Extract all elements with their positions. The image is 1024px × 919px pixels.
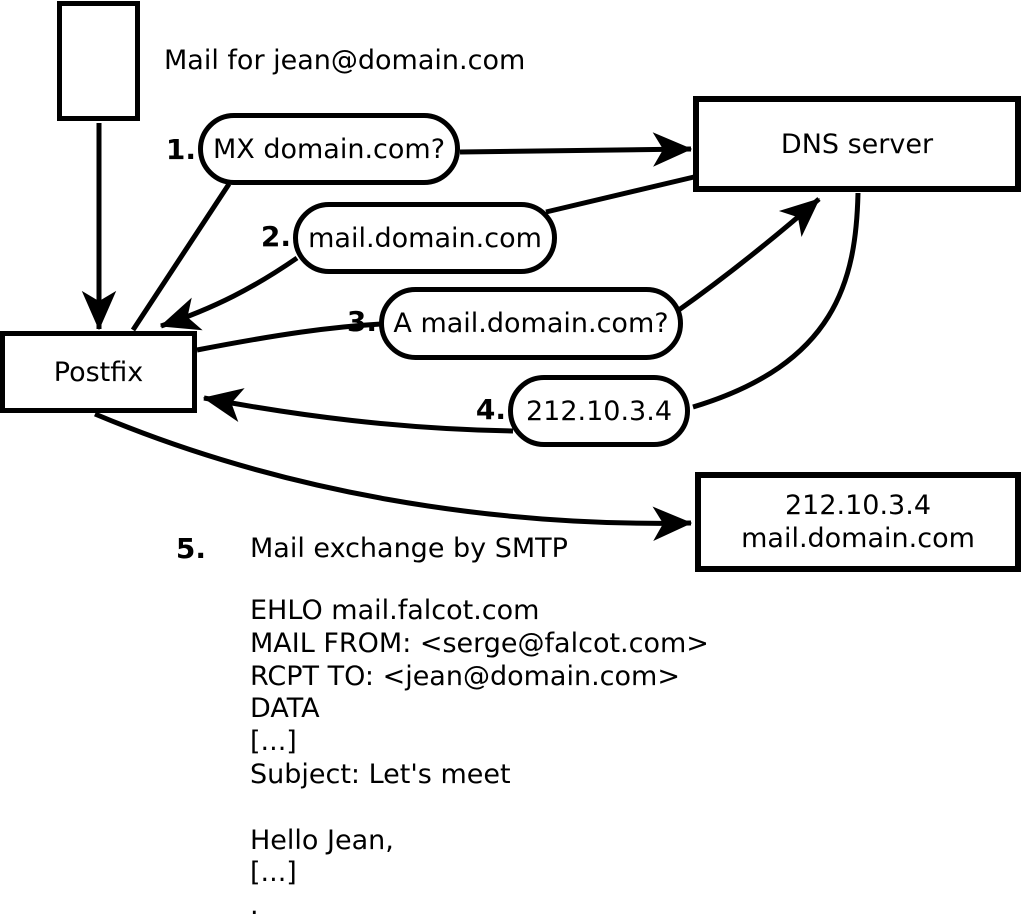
line-dns-to-response-a xyxy=(692,192,861,410)
query-a-label: A mail.domain.com? xyxy=(393,308,669,339)
step-number-2: 2. xyxy=(260,220,291,253)
postfix-node: Postfix xyxy=(0,331,197,413)
step-number-5: 5. xyxy=(175,532,206,565)
postfix-label: Postfix xyxy=(53,356,144,388)
dns-server-label: DNS server xyxy=(780,128,934,160)
diagram-title: Mail for jean@domain.com xyxy=(164,45,526,76)
line-postfix-to-query-a xyxy=(196,321,382,353)
query-mx-pill: MX domain.com? xyxy=(198,113,460,185)
dns-server-node: DNS server xyxy=(693,96,1021,192)
response-a-pill: 212.10.3.4 xyxy=(508,375,690,447)
line-dns-to-response-mx xyxy=(545,174,695,215)
mail-message-icon xyxy=(57,1,140,121)
response-mx-pill: mail.domain.com xyxy=(293,202,557,274)
query-a-pill: A mail.domain.com? xyxy=(379,287,683,360)
step-number-1: 1. xyxy=(165,133,196,166)
arrow-postfix-to-mail-server xyxy=(94,411,693,541)
line-postfix-to-query-mx xyxy=(130,182,232,332)
arrow-query-a-to-dns xyxy=(674,197,821,315)
step-number-4: 4. xyxy=(475,393,506,426)
smtp-session-text: EHLO mail.falcot.com MAIL FROM: <serge@f… xyxy=(250,595,709,919)
mail-server-ip: 212.10.3.4 xyxy=(785,490,931,521)
response-mx-label: mail.domain.com xyxy=(308,222,542,254)
arrow-response-a-to-postfix xyxy=(202,388,514,434)
query-mx-label: MX domain.com? xyxy=(212,133,446,165)
mail-server-node: 212.10.3.4 mail.domain.com xyxy=(695,472,1021,572)
step-5-label: Mail exchange by SMTP xyxy=(250,533,568,564)
step-number-3: 3. xyxy=(346,305,377,338)
arrow-response-mx-to-postfix xyxy=(159,255,299,331)
arrow-query-mx-to-dns xyxy=(459,132,693,167)
mail-server-hostname: mail.domain.com xyxy=(741,523,975,554)
response-a-label: 212.10.3.4 xyxy=(526,395,672,427)
